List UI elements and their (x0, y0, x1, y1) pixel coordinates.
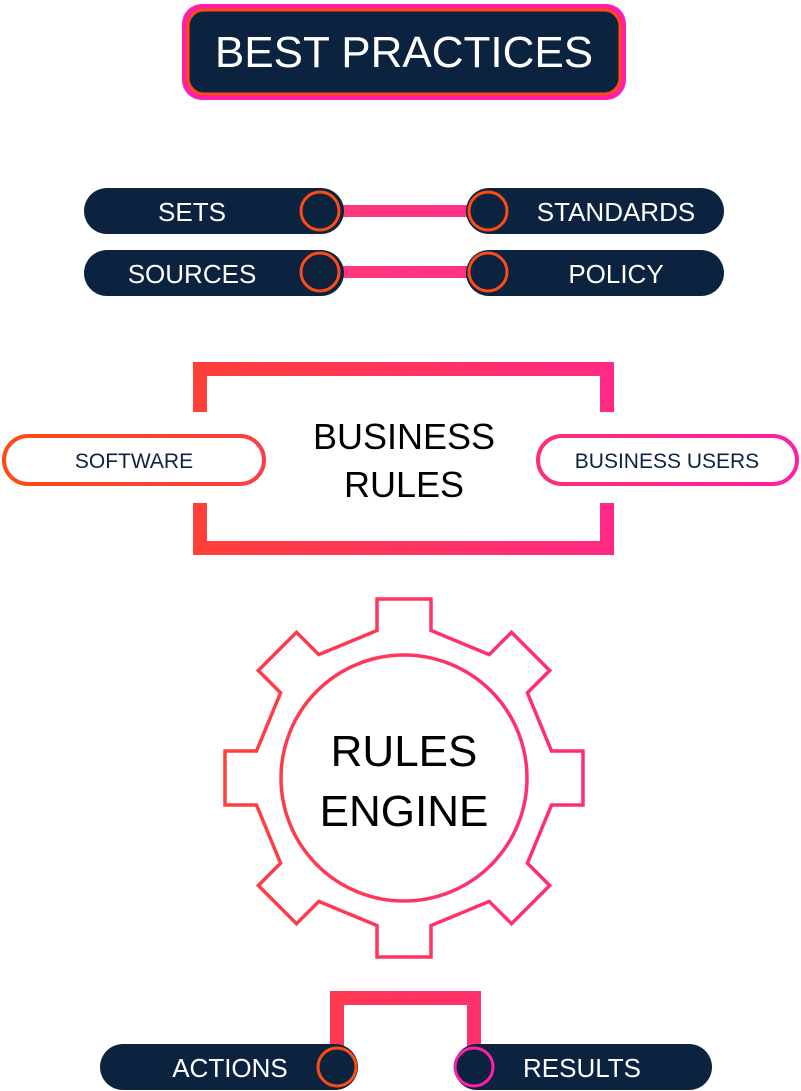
connector-node (467, 251, 509, 293)
pill-results: RESULTS (453, 1044, 712, 1090)
pill-actions-label: ACTIONS (172, 1053, 288, 1083)
connector-node (467, 190, 509, 232)
tag-business-users: BUSINESS USERS (536, 434, 799, 486)
pill-sets: SETS (84, 188, 344, 234)
tag-business-users-label: BUSINESS USERS (575, 450, 759, 473)
business-rules-line2: RULES (344, 464, 464, 505)
pill-standards-label: STANDARDS (537, 197, 695, 227)
branch-outputs (330, 991, 481, 1050)
pill-sets-label: SETS (158, 197, 226, 227)
tag-software-label: SOFTWARE (75, 450, 193, 473)
business-rules-line1: BUSINESS (313, 416, 495, 457)
pill-results-label: RESULTS (523, 1053, 641, 1083)
rules-engine-line2: ENGINE (320, 787, 489, 836)
pill-policy: POLICY (466, 250, 724, 296)
pill-sources: SOURCES (84, 250, 344, 296)
pill-standards: STANDARDS (466, 188, 724, 234)
rules-engine-line1: RULES (331, 727, 478, 776)
best-practices-box: BEST PRACTICES (182, 4, 626, 100)
pill-actions: ACTIONS (100, 1044, 358, 1090)
pill-sources-label: SOURCES (128, 259, 257, 289)
gear-icon (223, 597, 585, 959)
tag-software: SOFTWARE (2, 434, 266, 486)
pill-policy-label: POLICY (568, 259, 663, 289)
best-practices-title: BEST PRACTICES (215, 28, 593, 77)
connector-node (299, 190, 341, 232)
connector-node (316, 1046, 358, 1088)
connector-node (299, 251, 341, 293)
connector-node (453, 1046, 495, 1088)
